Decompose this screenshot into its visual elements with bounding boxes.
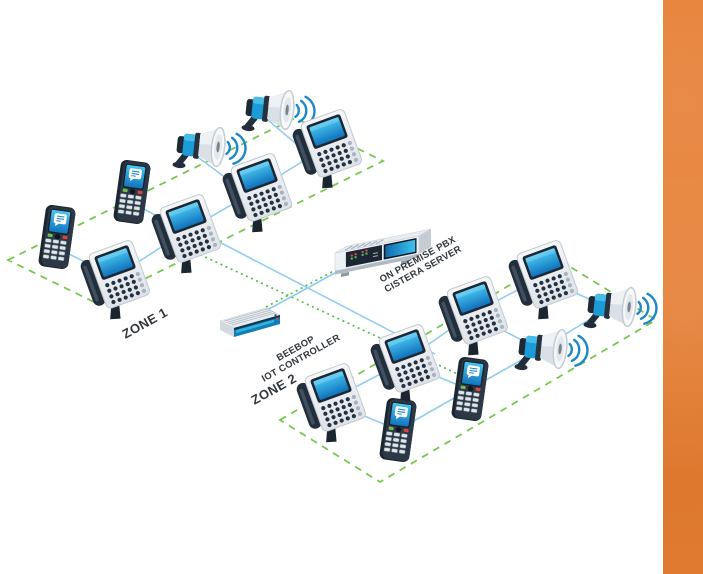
iot-controller-icon bbox=[219, 307, 281, 338]
zone1-phone-chain-line bbox=[114, 145, 328, 278]
ip-desk-phone-icon bbox=[147, 192, 227, 280]
mobile-phone-icon bbox=[378, 396, 418, 464]
orange-accent-sidebar bbox=[663, 0, 703, 574]
ip-desk-phone-icon bbox=[366, 322, 446, 410]
mobile-phone-icon bbox=[37, 203, 77, 271]
ip-desk-phone-icon bbox=[434, 274, 514, 362]
zone-1-border bbox=[5, 116, 386, 305]
horn-speaker-icon bbox=[582, 281, 660, 336]
ip-desk-phone-icon bbox=[76, 238, 156, 326]
ip-desk-phone-icon bbox=[218, 151, 298, 239]
horn-speaker-icon bbox=[513, 323, 591, 378]
zone2-edge-chain-line bbox=[397, 306, 611, 431]
controller-uplink-dotted-line bbox=[265, 256, 361, 308]
zone2-phone-chain-line bbox=[330, 276, 544, 401]
mobile-phone-icon bbox=[450, 355, 490, 423]
server-controller-link-line bbox=[257, 267, 345, 316]
zone-1-label: ZONE 1 bbox=[120, 305, 170, 342]
mobile-phone-icon bbox=[112, 158, 152, 226]
ip-desk-phone-icon bbox=[504, 238, 584, 326]
